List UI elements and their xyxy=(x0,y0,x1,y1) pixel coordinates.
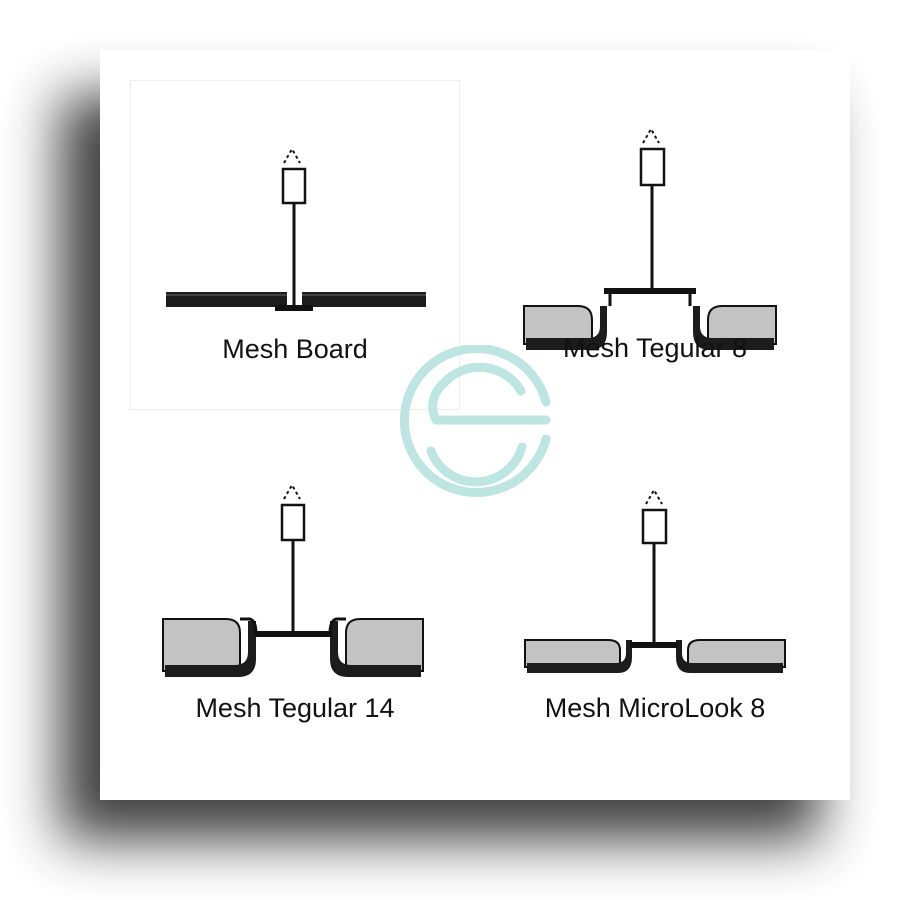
panel-right-edge xyxy=(676,640,783,673)
mesh-microlook-8-diagram: Mesh MicroLook 8 xyxy=(490,435,820,765)
panel-right-edge xyxy=(693,306,774,350)
hanger-wire-top xyxy=(642,126,660,144)
diagram-label: Mesh Tegular 14 xyxy=(195,693,395,723)
mesh-tegular-14-drawing xyxy=(162,482,424,677)
hanger-wire-top xyxy=(645,487,663,505)
hanger-clip xyxy=(280,503,306,542)
panel-left-edge xyxy=(165,621,256,677)
panel-right xyxy=(687,639,786,668)
diagram-label: Mesh Tegular 8 xyxy=(562,333,748,363)
panel-left xyxy=(162,618,241,672)
tee-flange xyxy=(604,288,696,294)
hanger-wire-top xyxy=(283,482,301,500)
panel-right xyxy=(707,305,777,345)
diagram-label: Mesh Board xyxy=(222,334,368,364)
circular-s-logo-icon xyxy=(400,345,551,497)
panel-right xyxy=(302,292,426,307)
panel-left-edge xyxy=(526,306,607,350)
mesh-tegular-14-diagram: Mesh Tegular 14 xyxy=(130,435,460,765)
panel-right-edge xyxy=(330,621,421,677)
hanger-clip xyxy=(281,167,307,205)
tee-flange xyxy=(254,631,332,637)
tee-flange xyxy=(630,642,678,648)
mesh-microlook-8-drawing xyxy=(524,487,786,673)
hanger-clip xyxy=(641,508,668,545)
tee-flange xyxy=(275,305,313,311)
hanger-wire-top xyxy=(283,146,301,164)
mesh-board-diagram: Mesh Board xyxy=(130,80,460,410)
tee-lip-right xyxy=(328,617,346,634)
panel-left xyxy=(524,639,621,668)
mesh-tegular-8-diagram: Mesh Tegular 8 xyxy=(490,80,820,410)
panel-right xyxy=(345,618,424,672)
diagram-label: Mesh MicroLook 8 xyxy=(544,693,766,723)
panel-left xyxy=(523,305,593,345)
mesh-board-drawing xyxy=(166,146,426,311)
panel-left xyxy=(166,292,287,307)
tee-lip-left xyxy=(240,617,258,634)
diagram-card: Mesh Board Mesh Tegular 8 xyxy=(100,50,850,800)
hanger-clip xyxy=(639,147,666,187)
mesh-tegular-8-drawing xyxy=(523,126,777,350)
panel-left-edge xyxy=(527,640,632,673)
